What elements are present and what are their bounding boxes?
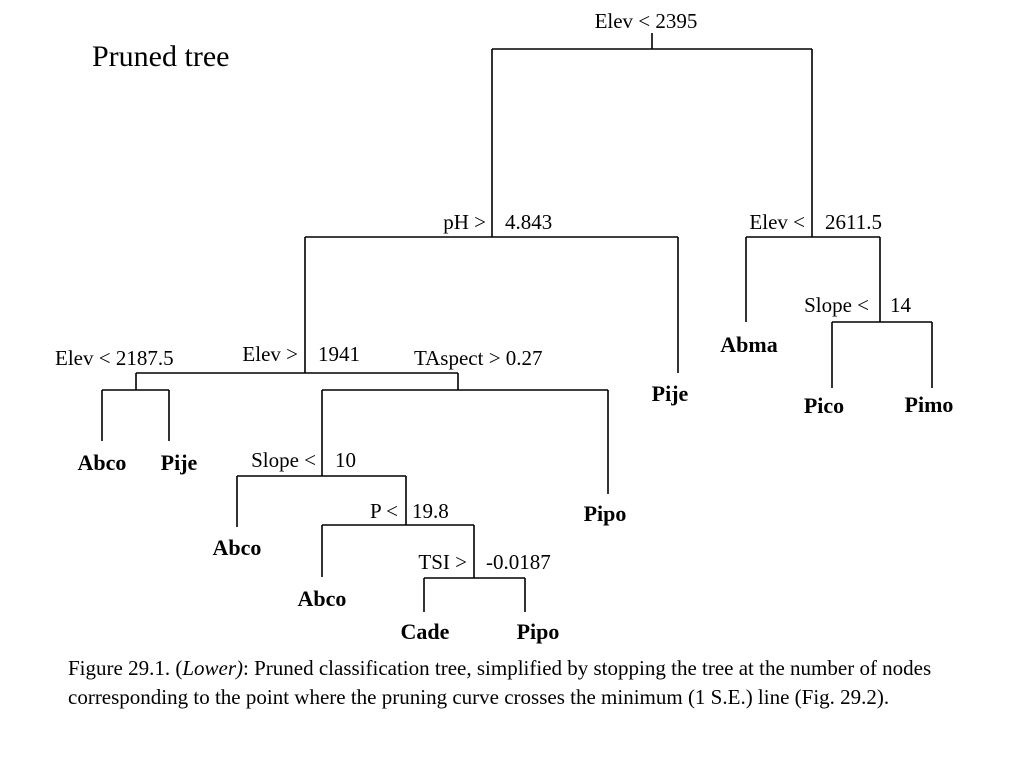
edge-elev1941 xyxy=(135,372,459,390)
split-slope-10-left-label: Slope < xyxy=(251,448,316,472)
tree-diagram: Elev < 2395 pH > 4.843 Elev < 2611.5 Slo… xyxy=(55,9,954,644)
split-slope-14-right-label: 14 xyxy=(890,293,912,317)
split-elev-2611-left-label: Elev < xyxy=(749,210,805,234)
split-root-label: Elev < 2395 xyxy=(595,9,698,33)
leaf-abco-3: Abco xyxy=(298,586,347,611)
edge-elev2 xyxy=(745,236,881,322)
leaf-abco-2: Abco xyxy=(213,535,262,560)
tree-edges xyxy=(101,33,933,612)
diagram-title: Pruned tree xyxy=(92,40,230,73)
edge-ph xyxy=(304,236,679,373)
split-elev-2187-label: Elev < 2187.5 xyxy=(55,346,174,370)
leaf-pico: Pico xyxy=(804,393,844,418)
edge-slope14 xyxy=(831,321,933,388)
split-slope-14-left-label: Slope < xyxy=(804,293,869,317)
split-tsi-left-label: TSI > xyxy=(418,550,467,574)
edge-tsi xyxy=(423,577,526,612)
caption-prefix: Figure 29.1. ( xyxy=(68,656,183,680)
leaf-pije-2: Pije xyxy=(652,381,689,406)
leaf-abma: Abma xyxy=(720,332,777,357)
split-elev-1941-left-label: Elev > xyxy=(242,342,298,366)
edge-elev2187 xyxy=(101,389,170,441)
edge-taspect xyxy=(321,389,609,494)
edge-slope10 xyxy=(236,475,407,527)
split-ph-left-label: pH > xyxy=(443,210,486,234)
caption-text: : Pruned classification tree, simplified… xyxy=(68,656,932,709)
leaf-abco-1: Abco xyxy=(78,450,127,475)
split-elev-1941-right-label: 1941 xyxy=(318,342,360,366)
split-p-right-label: 19.8 xyxy=(412,499,449,523)
leaf-pije-1: Pije xyxy=(161,450,198,475)
split-taspect-label: TAspect > 0.27 xyxy=(414,346,543,370)
caption-emphasis: Lower) xyxy=(182,656,244,680)
leaf-pipo-1: Pipo xyxy=(517,619,560,644)
edge-root xyxy=(491,33,813,237)
split-tsi-right-label: -0.0187 xyxy=(486,550,551,574)
split-p-left-label: P < xyxy=(370,499,398,523)
leaf-pimo: Pimo xyxy=(905,392,954,417)
leaf-cade: Cade xyxy=(401,619,450,644)
leaf-pipo-2: Pipo xyxy=(584,501,627,526)
split-ph-right-label: 4.843 xyxy=(505,210,552,234)
figure-caption: Figure 29.1. (Lower): Pruned classificat… xyxy=(68,654,968,712)
split-elev-2611-right-label: 2611.5 xyxy=(825,210,882,234)
split-slope-10-right-label: 10 xyxy=(335,448,356,472)
edge-p xyxy=(321,524,475,578)
